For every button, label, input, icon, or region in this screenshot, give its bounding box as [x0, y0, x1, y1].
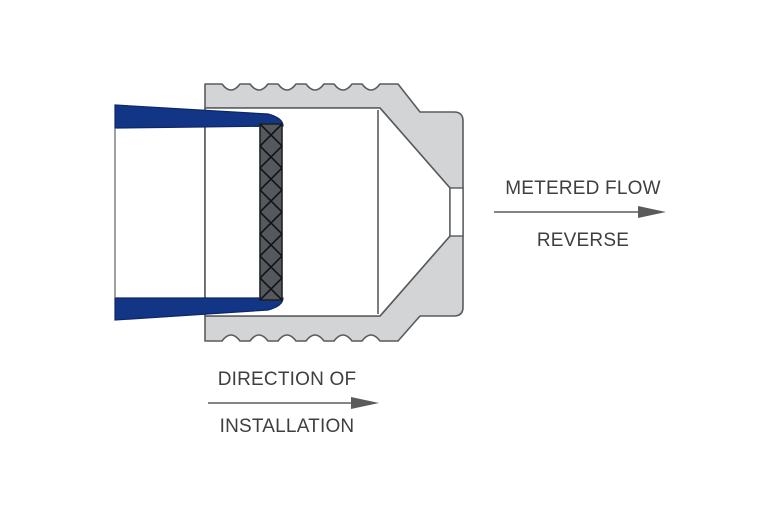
tube-wall-top — [114, 104, 284, 129]
filter-screen-hatch — [260, 124, 282, 300]
tube-wall-bottom — [114, 297, 284, 321]
installation-label: INSTALLATION — [220, 416, 355, 437]
install-arrow-head — [351, 397, 379, 409]
metered-flow-label: METERED FLOW — [505, 178, 660, 199]
flow-arrow-head — [638, 206, 666, 218]
reverse-label: REVERSE — [537, 230, 629, 251]
metering-orifice — [449, 187, 464, 237]
direction-of-label: DIRECTION OF — [218, 369, 357, 390]
